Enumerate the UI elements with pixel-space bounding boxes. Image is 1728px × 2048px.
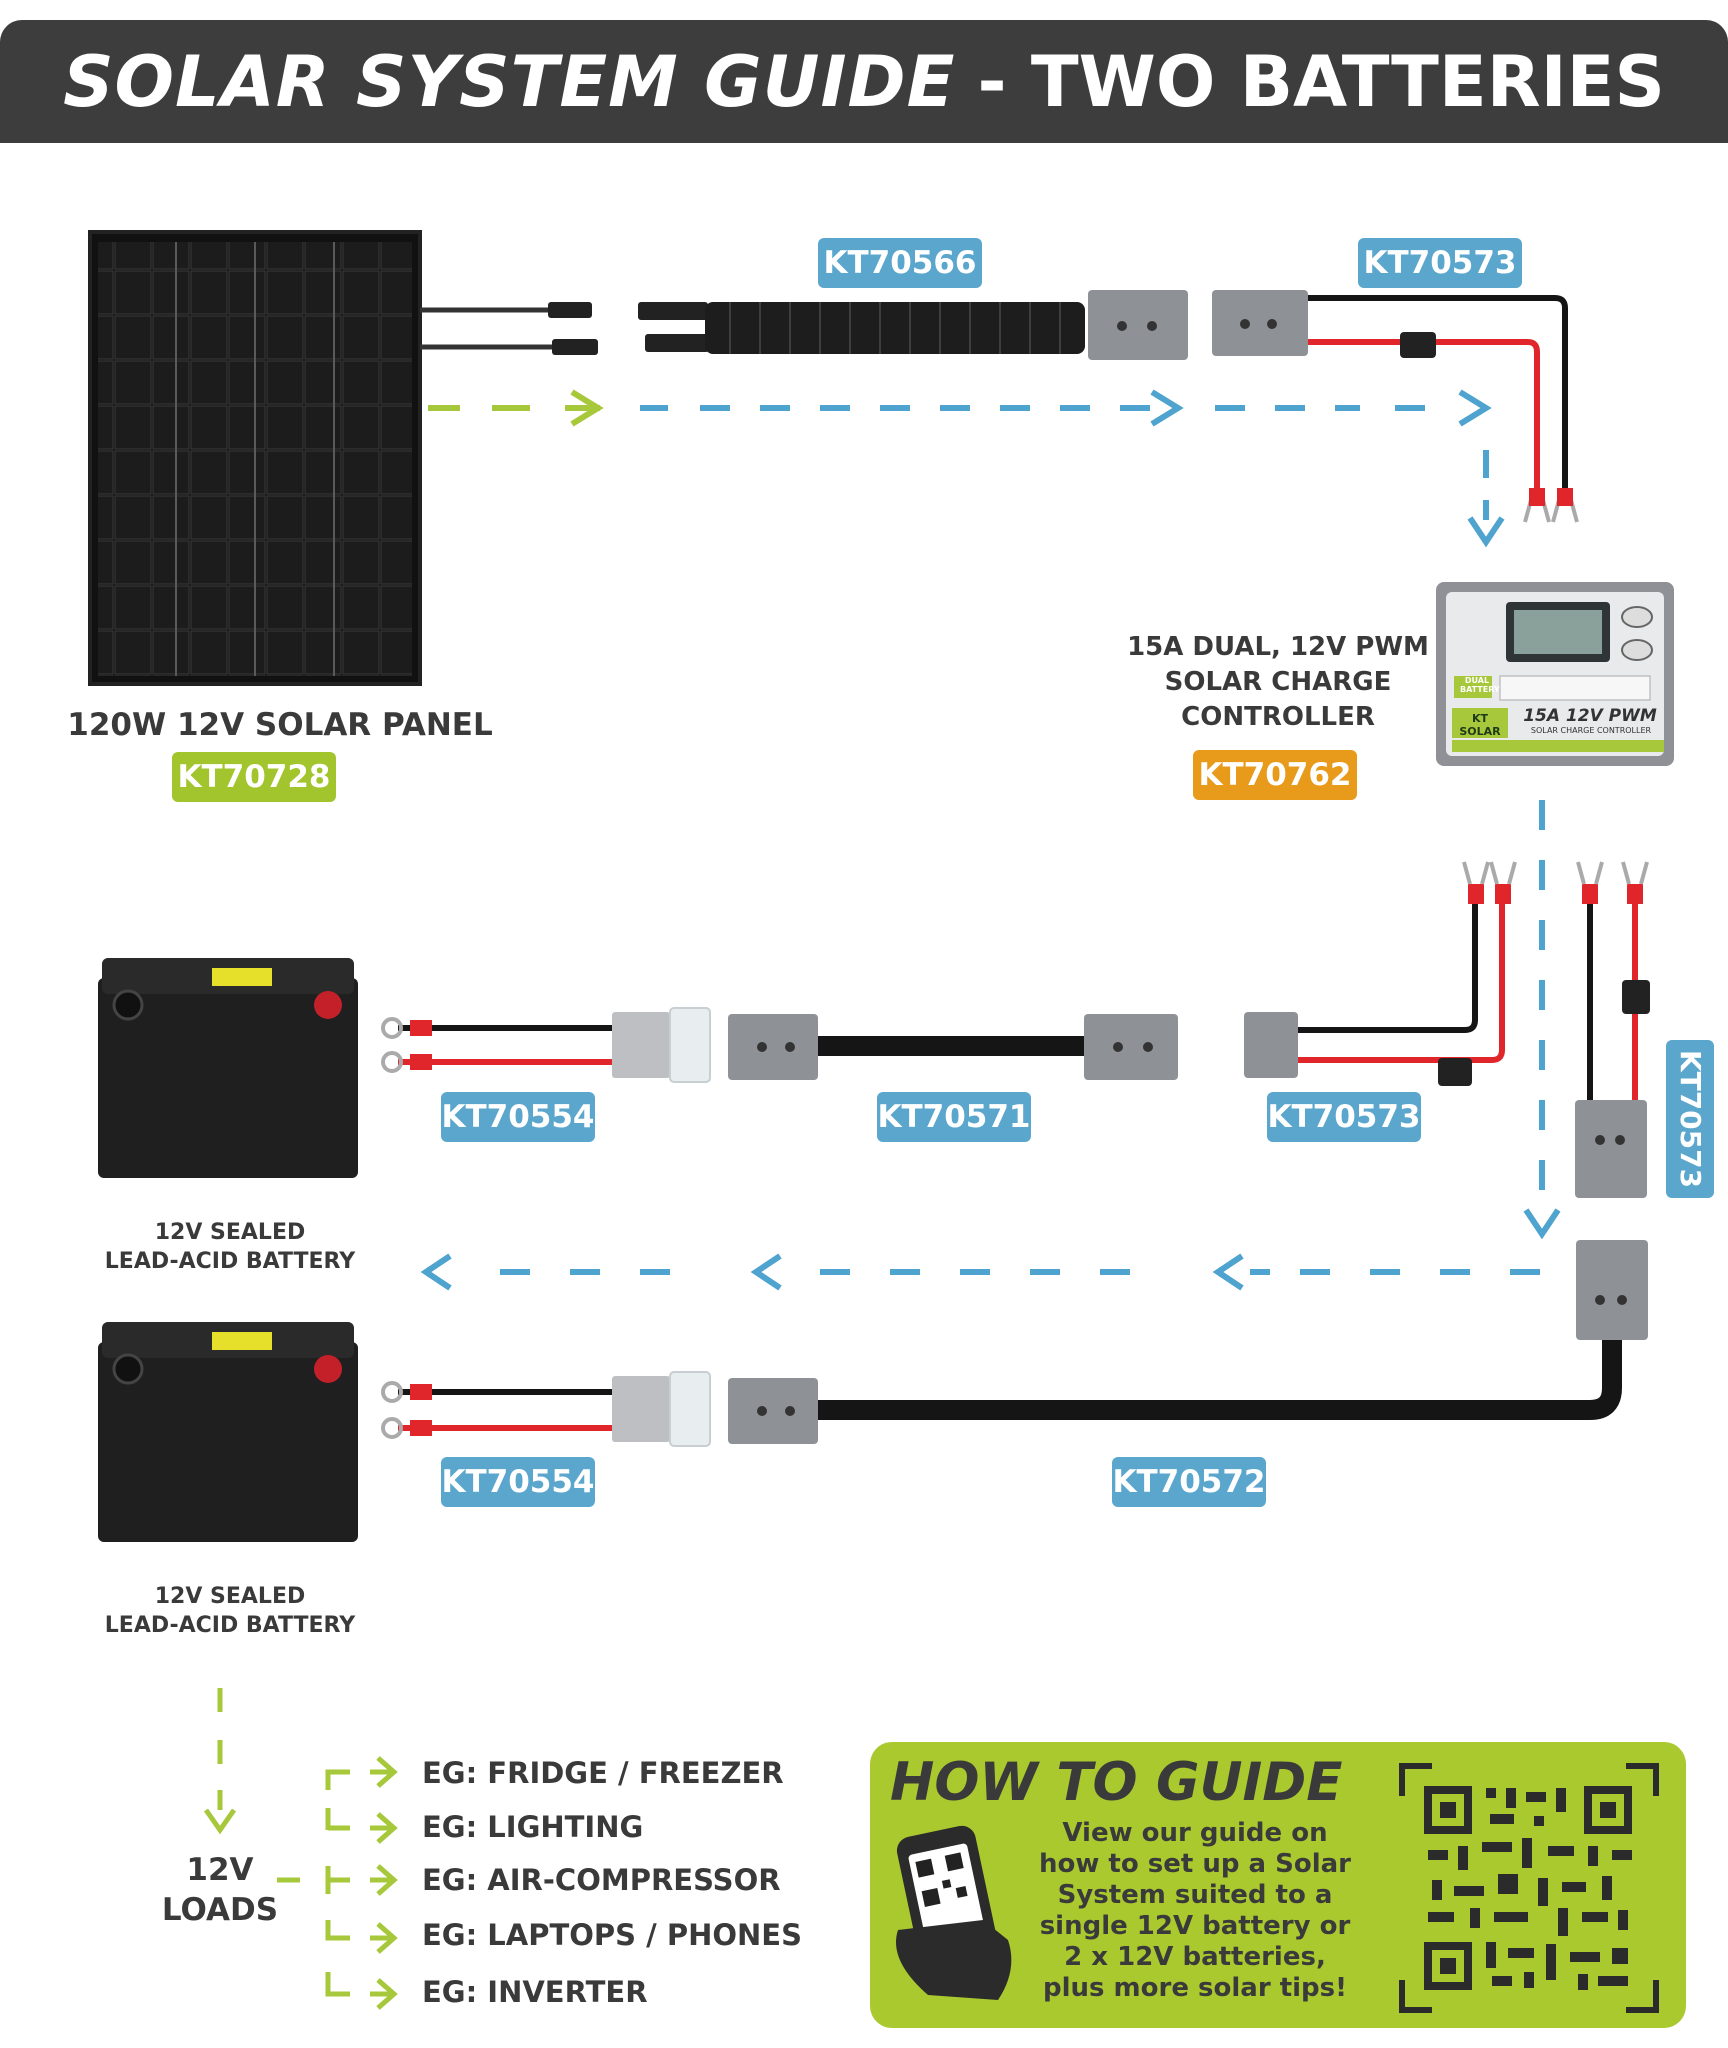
fused-cable-top bbox=[1212, 290, 1579, 523]
load-item-fridge: EG: FRIDGE / FREEZER bbox=[422, 1756, 784, 1790]
cable-tag-kt70554-mid: KT70554 bbox=[441, 1092, 595, 1142]
cable-tag-kt70573-right-bg: KT70573 bbox=[1666, 1040, 1714, 1198]
battery-lead-2 bbox=[381, 1371, 711, 1447]
load-item-lighting: EG: LIGHTING bbox=[422, 1810, 644, 1844]
solar-panel-code: KT70728 bbox=[172, 752, 336, 802]
cable-tag-kt70572: KT70572 bbox=[1112, 1457, 1266, 1507]
load-item-inverter: EG: INVERTER bbox=[422, 1975, 648, 2009]
loads-title-line2: LOADS bbox=[161, 1892, 279, 1928]
flow-arrow-green bbox=[428, 389, 604, 427]
load-item-laptops: EG: LAPTOPS / PHONES bbox=[422, 1918, 802, 1952]
guide-title: HOW TO GUIDE bbox=[890, 1752, 1343, 1813]
fused-cable-right bbox=[1575, 861, 1650, 1198]
controller-code: KT70762 bbox=[1193, 750, 1357, 800]
controller-device-badge: DUAL BATTERY bbox=[1460, 676, 1500, 694]
guide-body: View our guide on how to set up a Solar … bbox=[1038, 1818, 1351, 2003]
cable-tag-kt70573-right: KT70573 bbox=[1674, 1049, 1707, 1189]
battery-label-2-line2: LEAD-ACID BATTERY bbox=[104, 1613, 356, 1638]
battery-label-2: 12V SEALED LEAD-ACID BATTERY bbox=[80, 1582, 380, 1640]
battery-label-2-line1: 12V SEALED bbox=[154, 1584, 306, 1609]
extension-cable-kt70572 bbox=[728, 1240, 1648, 1444]
flow-arrow-blue-top bbox=[640, 389, 1505, 548]
battery-label-1-line1: 12V SEALED bbox=[154, 1220, 306, 1245]
controller-label-line2: SOLAR CHARGE bbox=[1164, 667, 1392, 697]
extension-cable-kt70571 bbox=[728, 1014, 1178, 1080]
page-title: SOLAR SYSTEM GUIDE bbox=[63, 40, 956, 123]
page-subtitle: - TWO BATTERIES bbox=[977, 40, 1665, 123]
controller-device-brand: KT SOLAR bbox=[1459, 712, 1501, 738]
header-bar: SOLAR SYSTEM GUIDE - TWO BATTERIES bbox=[0, 20, 1728, 143]
qr-code[interactable] bbox=[1398, 1762, 1660, 2014]
battery-lead-1 bbox=[381, 1007, 711, 1083]
battery-label-1: 12V SEALED LEAD-ACID BATTERY bbox=[80, 1218, 380, 1276]
extension-cable-kt70566 bbox=[705, 290, 1188, 360]
controller-device-sub: SOLAR CHARGE CONTROLLER bbox=[1530, 726, 1652, 735]
load-item-air-compressor: EG: AIR-COMPRESSOR bbox=[422, 1863, 781, 1897]
controller-label: 15A DUAL, 12V PWM SOLAR CHARGE CONTROLLE… bbox=[1120, 630, 1436, 735]
cable-tag-kt70573-mid: KT70573 bbox=[1267, 1092, 1421, 1142]
phone-scan-icon bbox=[896, 1825, 1012, 2000]
loads-title-line1: 12V bbox=[186, 1852, 254, 1888]
flow-arrow-blue-left bbox=[420, 1253, 1540, 1291]
fused-cable-mid bbox=[1244, 861, 1517, 1086]
controller-device-model: 15A 12V PWM bbox=[1523, 706, 1657, 726]
battery-label-1-line2: LEAD-ACID BATTERY bbox=[104, 1249, 356, 1274]
cable-tag-kt70573-top: KT70573 bbox=[1358, 238, 1522, 288]
solar-panel-image bbox=[88, 230, 422, 686]
cable-tag-kt70571: KT70571 bbox=[877, 1092, 1031, 1142]
loads-flow bbox=[203, 1688, 398, 2010]
flow-arrow-blue-right bbox=[1523, 800, 1561, 1240]
cable-tag-kt70566: KT70566 bbox=[818, 238, 982, 288]
loads-title: 12V LOADS bbox=[150, 1850, 290, 1930]
controller-label-line3: CONTROLLER bbox=[1181, 702, 1375, 732]
mc4-leads bbox=[420, 302, 709, 355]
cable-tag-kt70554-bottom: KT70554 bbox=[441, 1457, 595, 1507]
battery-image-2 bbox=[98, 1322, 358, 1542]
battery-image-1 bbox=[98, 958, 358, 1178]
solar-panel-label: 120W 12V SOLAR PANEL bbox=[67, 707, 493, 743]
controller-label-line1: 15A DUAL, 12V PWM bbox=[1127, 632, 1429, 662]
charge-controller-device bbox=[1436, 582, 1674, 766]
